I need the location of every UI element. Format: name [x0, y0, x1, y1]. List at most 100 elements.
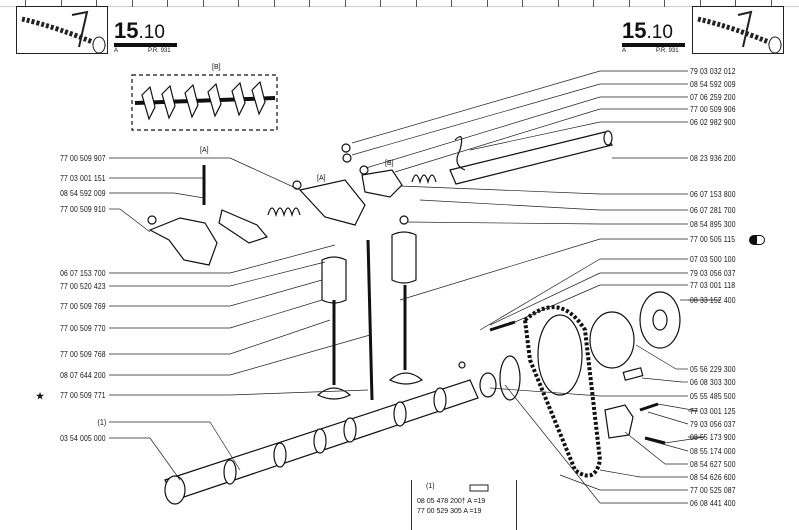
- crank-sprocket: [589, 311, 635, 369]
- leader-line: [599, 469, 641, 478]
- part-number-label: 77 03 001 118: [690, 281, 736, 290]
- leader-line: [419, 199, 601, 211]
- ruler-tick: [203, 0, 204, 7]
- part-number-label: 77 00 509 907: [60, 154, 106, 163]
- kit-note-box: (1) 08 05 478 200† A =19 77 00 529 305 A…: [411, 480, 517, 530]
- part-number-label: 08 33 152 400: [690, 296, 736, 305]
- ruler-tick: [238, 0, 239, 7]
- callout-a-center: [A]: [317, 175, 326, 182]
- ruler-tick: [25, 0, 26, 7]
- leader-line: [229, 157, 301, 191]
- rocker-arm-left: [148, 217, 218, 266]
- leader-line: [229, 261, 326, 287]
- part-number-label: 06 08 441 400: [690, 499, 736, 508]
- ruler-tick: [96, 0, 97, 7]
- note-row: 08 05 478 200† A =19: [417, 498, 486, 505]
- part-number-label: 79 03 056 037: [690, 420, 736, 429]
- ruler-tick: [558, 0, 559, 7]
- inset-rocker-shaft: [134, 96, 276, 105]
- part-number-label: 77 00 509 770: [60, 324, 106, 333]
- ruler-tick: [735, 0, 736, 7]
- kit-part-icon: [469, 484, 489, 492]
- leader-line: [479, 258, 601, 331]
- rocker-arm-right: [361, 169, 403, 198]
- ruler-tick: [664, 0, 665, 7]
- leader-line: [399, 238, 601, 301]
- leader-line: [559, 474, 601, 491]
- part-number-label: 08 23 936 200: [690, 154, 736, 163]
- leader-line: [399, 185, 601, 195]
- part-number-label: 08 54 895 300: [690, 220, 736, 229]
- rocker-arm-center: [298, 179, 366, 226]
- inset-rockers: [141, 80, 266, 121]
- part-number-label: 79 03 032 012: [690, 67, 736, 76]
- part-number-label: 77 00 509 768: [60, 350, 106, 359]
- variant-right: A: [622, 48, 627, 54]
- dowel-pin: [622, 367, 644, 381]
- part-number-label: 77 00 505 115: [690, 235, 736, 244]
- ruler-tick: [700, 0, 701, 7]
- leader-lines: [109, 70, 720, 504]
- title-bar-left: [114, 43, 177, 47]
- ref-right: P.R. 931: [656, 48, 679, 54]
- part-number-label: 03 54 005 000: [60, 434, 106, 443]
- timing-chain: [522, 305, 603, 478]
- part-number-label: 77 00 509 771: [60, 391, 106, 400]
- section-thumbnail-left: [16, 6, 108, 54]
- part-number-label: 06 07 281 700: [690, 206, 736, 215]
- leader-line: [173, 192, 205, 199]
- chain-thumbnail-icon: [697, 10, 782, 53]
- part-number-label: 07 06 259 200: [690, 93, 736, 102]
- page-major: 15: [114, 18, 139, 43]
- rocker-shaft-end: [603, 130, 613, 146]
- ruler-tick: [416, 0, 417, 7]
- part-number-label: 77 00 509 906: [690, 105, 736, 114]
- leader-line: [149, 437, 181, 481]
- leader-line: [229, 299, 323, 329]
- leader-line: [647, 411, 689, 425]
- part-number-label: 06 07 153 800: [690, 190, 736, 199]
- ruler-tick: [132, 0, 133, 7]
- leader-line: [394, 108, 601, 173]
- rocker-shaft: [449, 131, 613, 185]
- part-number-label: 06 07 153 700: [60, 269, 106, 278]
- leader-line: [657, 403, 699, 412]
- callout-a-left: [A]: [200, 147, 209, 154]
- part-number-label: 06 02 982 900: [690, 118, 736, 127]
- ruler-tick: [309, 0, 310, 7]
- part-number-label: 08 54 627 500: [690, 460, 736, 469]
- page-minor: .10: [138, 22, 165, 43]
- title-bar-right: [622, 43, 685, 47]
- page-major: 15: [622, 18, 647, 43]
- rocker-shaft-clip: [454, 136, 466, 171]
- part-number-label: 08 54 626 600: [690, 473, 736, 482]
- part-number-label: 08 54 592 009: [690, 80, 736, 89]
- ref-left: P.R. 931: [148, 48, 171, 54]
- rocker-springs: [267, 174, 437, 218]
- kit-icon: ★: [36, 391, 45, 401]
- leader-line: [514, 284, 601, 323]
- leader-line: [635, 344, 677, 370]
- cam-lobes: [223, 387, 447, 485]
- leader-line: [489, 272, 601, 326]
- note-row: 77 00 529 305 A =19: [417, 508, 482, 515]
- part-number-label: 07 03 500 100: [690, 255, 736, 264]
- ruler-tick: [522, 0, 523, 7]
- leader-line: [469, 121, 601, 151]
- ruler-tick: [593, 0, 594, 7]
- part-number-label: 08 55 174 000: [690, 447, 736, 456]
- part-number-label: 77 03 001 151: [60, 174, 106, 183]
- camshaft-end: [164, 475, 186, 505]
- part-number-label: 77 03 001 125: [690, 407, 736, 416]
- tensioner-bolt: [644, 436, 666, 445]
- camshaft-sprocket: [499, 355, 521, 401]
- leader-line: [229, 279, 323, 307]
- ruler-tick: [61, 0, 62, 7]
- callout-b-right: [B]: [385, 160, 394, 167]
- part-number-label: 08 55 173 900: [690, 433, 736, 442]
- valve-assembly-left: [316, 256, 352, 400]
- ruler-tick: [771, 0, 772, 7]
- washers-and-nuts: [147, 143, 466, 369]
- leader-line: [209, 421, 241, 471]
